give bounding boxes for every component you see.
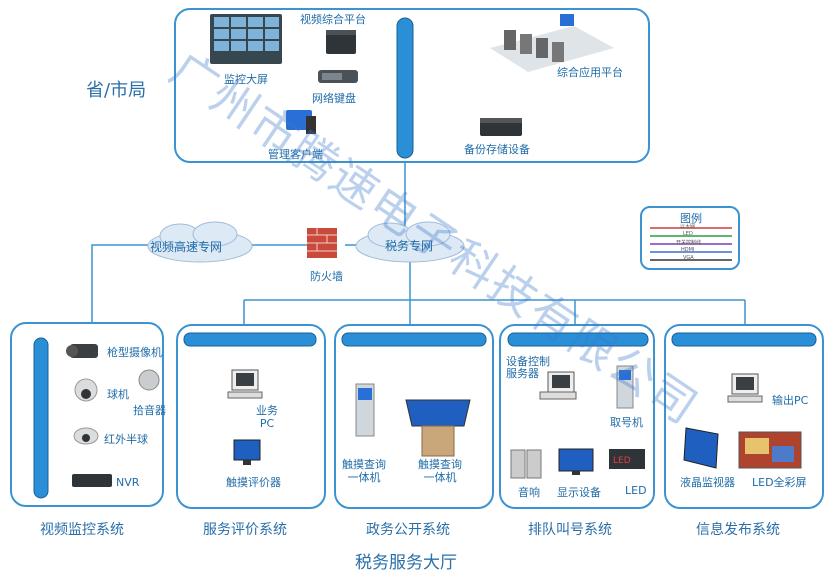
video-item-4: NVR — [116, 476, 140, 489]
queue-item-2: 音响 — [518, 486, 540, 499]
kiosk-table-icon — [405, 399, 471, 457]
info-item-1: 液晶监视器 — [680, 476, 735, 489]
firewall-label: 防火墙 — [310, 270, 343, 283]
dome-camera-icon — [74, 378, 98, 402]
queue-item-3: 显示设备 — [557, 486, 601, 499]
infrared-dome-icon — [73, 427, 99, 445]
system-title-evaluation: 服务评价系统 — [203, 522, 287, 538]
video-net-label: 视频高速专网 — [150, 240, 223, 254]
legend-item-4: VGA — [683, 255, 694, 261]
firewall-icon — [307, 228, 337, 258]
video-wall-icon — [210, 14, 282, 64]
gov-item-0: 触摸查询 一体机 — [342, 458, 386, 484]
video-platform-icon — [326, 30, 356, 54]
top-devices — [210, 14, 614, 159]
video-net-cloud-icon — [147, 221, 253, 263]
tax-net-cloud-icon — [355, 221, 465, 263]
led-fullcolor-screen-icon — [738, 431, 802, 469]
server-cluster-icon — [490, 14, 614, 72]
video-platform-label: 视频综合平台 — [300, 13, 366, 26]
app-platform-label: 综合应用平台 — [557, 66, 623, 79]
system-panel-info — [664, 324, 824, 509]
bullet-camera-icon — [66, 344, 98, 358]
client-pc-icon — [286, 110, 316, 134]
video-item-1: 球机 — [107, 388, 129, 401]
legend-item-0: 以太网 — [680, 224, 696, 230]
queue-item-1: 取号机 — [610, 416, 643, 429]
touch-evaluator-icon — [233, 439, 261, 465]
business-pc-icon — [227, 369, 263, 399]
backup-label: 备份存储设备 — [464, 143, 530, 156]
system-title-video: 视频监控系统 — [40, 522, 124, 538]
nvr-icon — [72, 474, 112, 487]
legend-lines — [650, 227, 732, 261]
region-label: 省/市局 — [86, 80, 147, 101]
eval-item-0: 业务 PC — [256, 404, 278, 430]
video-item-3: 红外半球 — [104, 433, 148, 446]
lcd-monitor-icon — [683, 427, 719, 469]
queue-item-0: 设备控制 服务器 — [506, 355, 550, 380]
display-icon — [558, 448, 594, 475]
hall-title: 税务服务大厅 — [355, 553, 457, 573]
big-screen-label: 监控大屏 — [224, 73, 268, 86]
keyboard-icon — [318, 70, 358, 83]
client-label: 管理客户端 — [268, 148, 323, 161]
keyboard-label: 网络键盘 — [312, 92, 356, 105]
tax-net-label: 税务专网 — [385, 239, 434, 253]
video-item-0: 枪型摄像机 — [107, 346, 162, 359]
info-item-0: 输出PC — [772, 394, 809, 407]
system-title-gov-open: 政务公开系统 — [366, 522, 450, 538]
network-layer — [147, 221, 465, 263]
gov-item-1: 触摸查询 一体机 — [418, 458, 462, 484]
svg-text:LED: LED — [613, 456, 631, 466]
system-title-info: 信息发布系统 — [696, 522, 780, 538]
legend-item-1: LED — [683, 231, 693, 237]
speaker-icon — [510, 449, 542, 479]
led-display-icon: LED — [609, 449, 645, 469]
video-item-2: 拾音器 — [133, 404, 166, 417]
system-title-queue: 排队叫号系统 — [528, 522, 612, 538]
control-server-icon — [539, 371, 577, 400]
storage-icon — [480, 118, 522, 136]
queue-item-4: LED — [625, 484, 647, 497]
microphone-icon — [138, 369, 160, 391]
eval-item-1: 触摸评价器 — [226, 476, 281, 489]
kiosk-standing-icon — [355, 383, 375, 437]
system-panel-evaluation — [176, 324, 326, 509]
info-item-2: LED全彩屏 — [752, 476, 807, 489]
output-pc-icon — [727, 373, 763, 403]
ticket-machine-icon — [616, 365, 634, 409]
legend-item-2: 开关控制线 — [676, 240, 702, 246]
legend-item-3: HDMI — [681, 247, 695, 253]
legend-title: 图例 — [680, 212, 702, 225]
